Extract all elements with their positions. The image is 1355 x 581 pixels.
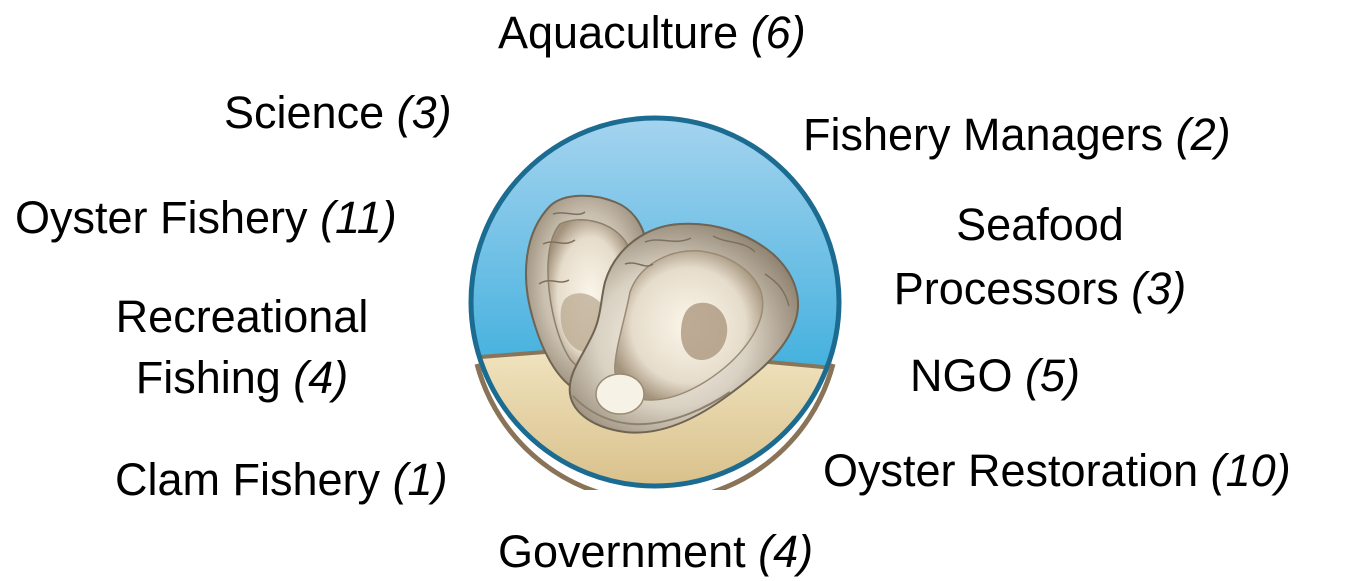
government-count: (4) (758, 526, 813, 577)
label-aquaculture: Aquaculture (6) (498, 4, 806, 62)
seafood-processors-line2: Processors (3) (875, 260, 1205, 318)
label-government: Government (4) (498, 523, 813, 581)
seafood-processors-name: Processors (894, 263, 1119, 314)
science-name: Science (224, 87, 384, 138)
ngo-name: NGO (910, 350, 1013, 401)
label-oyster-restoration: Oyster Restoration (10) (823, 442, 1291, 500)
aquaculture-count: (6) (751, 7, 806, 58)
recreational-fishing-count: (4) (293, 352, 348, 403)
oyster-emblem (455, 114, 855, 490)
clam-fishery-name: Clam Fishery (115, 454, 380, 505)
label-clam-fishery: Clam Fishery (1) (115, 451, 448, 509)
label-fishery-managers: Fishery Managers (2) (803, 106, 1231, 164)
seafood-processors-line1: Seafood (875, 196, 1205, 254)
ngo-count: (5) (1025, 350, 1080, 401)
oyster-fishery-name: Oyster Fishery (15, 192, 308, 243)
oyster-restoration-name: Oyster Restoration (823, 445, 1198, 496)
fishery-managers-count: (2) (1176, 109, 1231, 160)
label-oyster-fishery: Oyster Fishery (11) (15, 189, 397, 247)
label-ngo: NGO (5) (910, 347, 1080, 405)
label-recreational-fishing: Recreational Fishing (4) (86, 288, 398, 407)
science-count: (3) (397, 87, 452, 138)
oyster-fishery-count: (11) (320, 192, 397, 243)
fishery-managers-name: Fishery Managers (803, 109, 1163, 160)
government-name: Government (498, 526, 746, 577)
seafood-processors-count: (3) (1131, 263, 1186, 314)
recreational-fishing-line1: Recreational (86, 288, 398, 346)
aquaculture-name: Aquaculture (498, 7, 738, 58)
clam-fishery-count: (1) (393, 454, 448, 505)
label-science: Science (3) (224, 84, 452, 142)
recreational-fishing-line2: Fishing (4) (86, 349, 398, 407)
oyster-restoration-count: (10) (1211, 445, 1291, 496)
label-seafood-processors: Seafood Processors (3) (875, 196, 1205, 318)
recreational-fishing-name: Fishing (136, 352, 281, 403)
